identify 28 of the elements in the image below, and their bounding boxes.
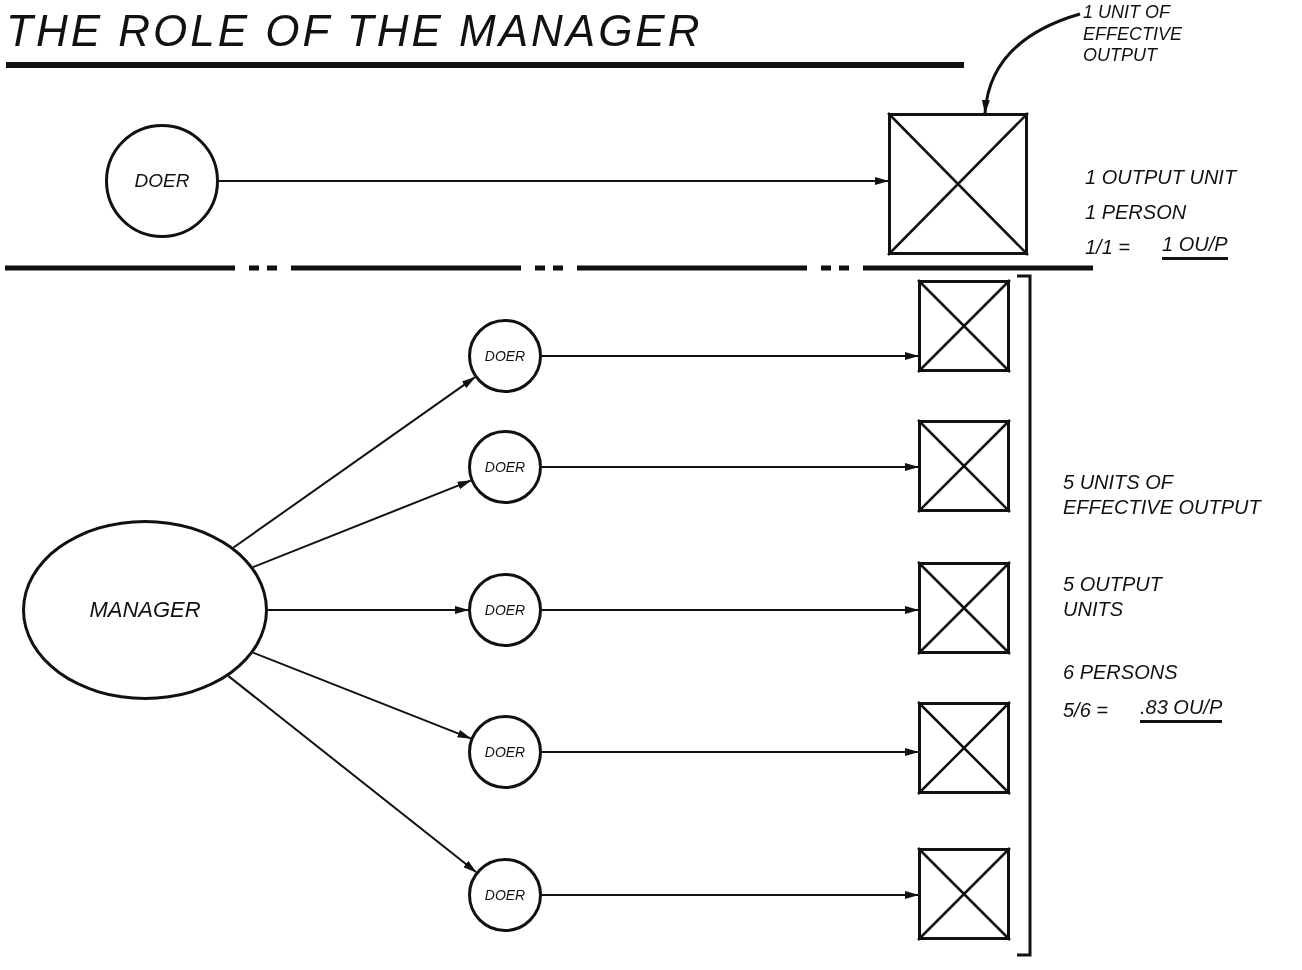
note-text: .83 OU/P — [1140, 695, 1223, 723]
note-text: 5/6 = — [1063, 698, 1109, 723]
leader-arrow — [982, 12, 1081, 114]
arrow — [232, 376, 476, 549]
note-text: 5 UNITS OF EFFECTIVE OUTPUT — [1063, 470, 1263, 520]
node-label: DOER — [484, 886, 526, 904]
node-label: MANAGER — [89, 596, 201, 624]
arrow — [541, 891, 919, 899]
note-text: 1 PERSON — [1085, 200, 1187, 225]
callout-text: 1 UNIT OF EFFECTIVE OUTPUT — [1083, 2, 1233, 82]
node-label: DOER — [484, 601, 526, 619]
arrow — [541, 352, 919, 360]
node-label: DOER — [484, 458, 526, 476]
note-text: 1/1 = — [1085, 235, 1131, 260]
arrow — [267, 606, 469, 614]
arrow — [541, 463, 919, 471]
node-label: DOER — [134, 169, 190, 193]
note-text: 5 OUTPUT UNITS — [1063, 572, 1164, 622]
arrow — [541, 748, 919, 756]
note-text: 6 PERSONS — [1063, 660, 1178, 685]
note-text: 1 OU/P — [1162, 232, 1228, 260]
arrow — [541, 606, 919, 614]
arrow — [227, 675, 477, 874]
note-text: 1 OUTPUT UNIT — [1085, 165, 1237, 190]
arrow — [218, 177, 889, 185]
node-label: DOER — [484, 347, 526, 365]
node-label: DOER — [484, 743, 526, 761]
title: THE ROLE OF THE MANAGER — [6, 6, 964, 68]
